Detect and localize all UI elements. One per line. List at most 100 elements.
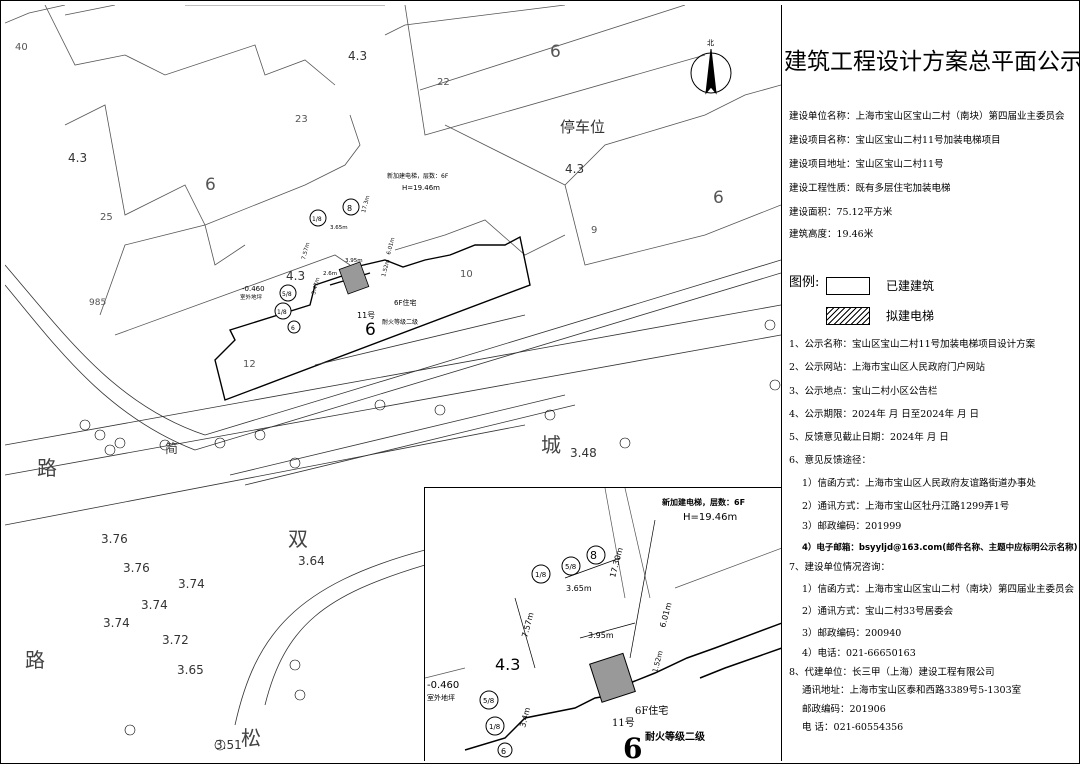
svg-text:新加建电梯，层数：6F: 新加建电梯，层数：6F — [387, 172, 449, 180]
north-label: 北 — [707, 39, 714, 47]
elevator-hatch — [338, 261, 370, 295]
svg-text:3.51: 3.51 — [215, 738, 242, 752]
svg-text:简: 简 — [165, 441, 178, 457]
svg-text:6: 6 — [550, 42, 561, 62]
svg-text:室外地坪: 室外地坪 — [240, 293, 263, 301]
legend-existing-label: 已建建筑 — [886, 279, 935, 293]
svg-text:40: 40 — [15, 42, 28, 53]
svg-text:4.3: 4.3 — [348, 49, 367, 63]
notice-5: 5、反馈意见截止日期：2024年 月 日 — [789, 432, 949, 443]
feedback-4: 4）电子邮箱：bsyyljd@163.com(邮件名称、主题中应标明公示名称) — [802, 543, 1078, 553]
svg-text:6: 6 — [205, 175, 216, 195]
legend-title: 图例: — [789, 275, 820, 290]
svg-text:9: 9 — [591, 225, 597, 236]
axis-circles-main — [274, 198, 360, 334]
consult-2: 2）通讯方式：宝山二村33号居委会 — [802, 606, 954, 617]
main-dimensions: 3.65m 3.95m 7.57m 6.01m 17.3m 1.52m 3.47… — [301, 195, 396, 296]
inset-axis-1-8-bottom: 1/8 — [489, 723, 500, 731]
axis-circle-labels-main: 8 1/8 1/8 5/8 6 — [277, 204, 352, 332]
notice-3: 3、公示地点：宝山二村小区公告栏 — [789, 386, 938, 397]
inset-dim-d: 6.01m — [658, 601, 673, 628]
inset-fire-label: 耐火等级二级 — [645, 730, 706, 743]
trees — [79, 319, 781, 751]
svg-text:17.3m: 17.3m — [361, 195, 371, 214]
inset-dim-a: 3.65m — [566, 584, 592, 593]
consult-4: 4）电话：021-66650163 — [802, 648, 916, 659]
svg-text:耐火等级二级: 耐火等级二级 — [382, 318, 418, 326]
inset-height-label: H=19.46m — [683, 512, 737, 523]
svg-text:城: 城 — [541, 433, 561, 457]
inset-outdoor-label: 室外地坪 — [427, 693, 455, 702]
inset-dim-e: 17.30m — [608, 546, 625, 578]
svg-text:3.48: 3.48 — [570, 446, 597, 460]
svg-text:1/8: 1/8 — [312, 216, 322, 223]
project-area: 建设面积：75.12平方米 — [789, 207, 893, 218]
inset-outdoor-value: -0.460 — [427, 680, 459, 691]
project-nature: 建设工程性质：既有多层住宅加装电梯 — [789, 183, 951, 194]
info-panel: 建筑工程设计方案总平面公示图 建设单位名称：上海市宝山区宝山二村（南块）第四届业… — [782, 5, 1080, 761]
svg-text:6: 6 — [365, 320, 376, 340]
svg-text:25: 25 — [100, 212, 113, 223]
consult-3: 3）邮政编码：200940 — [802, 628, 902, 639]
svg-text:6.01m: 6.01m — [386, 237, 396, 256]
consult-title: 7、建设单位情况咨询： — [789, 562, 891, 573]
inset-house-label: 6F住宅 — [635, 704, 668, 717]
elevation-labels: 4.3 4.3 4.3 4.3 -0.460 3.48 3.64 3.76 3.… — [68, 49, 597, 752]
site-plan: 北 停车位 40 6 22 23 6 25 9 6 10 11号 12 6 98… — [5, 5, 782, 761]
notice-6: 6、意见反馈途径： — [789, 455, 872, 466]
svg-text:8: 8 — [347, 204, 352, 213]
svg-text:4.3: 4.3 — [565, 162, 584, 176]
svg-text:4.3: 4.3 — [286, 269, 305, 283]
svg-text:双: 双 — [288, 527, 308, 551]
project-height: 建筑高度：19.46米 — [789, 229, 874, 240]
detail-inset: 新加建电梯，层数：6F H=19.46m 8 5/8 1/8 5/8 1/8 6… — [424, 487, 781, 761]
svg-text:2.6m: 2.6m — [323, 271, 337, 277]
north-arrow — [690, 48, 732, 95]
svg-text:1/8: 1/8 — [277, 309, 287, 316]
feedback-3: 3）邮政编码：201999 — [802, 521, 902, 532]
project-unit: 建设单位名称：上海市宝山区宝山二村（南块）第四届业主委员会 — [789, 111, 1065, 122]
legend-proposed-swatch — [826, 307, 870, 325]
svg-text:7.57m: 7.57m — [301, 242, 311, 261]
svg-text:6: 6 — [713, 188, 724, 208]
svg-text:-0.460: -0.460 — [242, 285, 265, 293]
svg-text:22: 22 — [437, 77, 450, 88]
feedback-2: 2）通讯方式：上海市宝山区牡丹江路1299弄1号 — [802, 501, 1010, 512]
svg-text:5/8: 5/8 — [282, 291, 292, 298]
svg-text:10: 10 — [460, 269, 473, 280]
svg-text:23: 23 — [295, 114, 308, 125]
svg-text:3.47m: 3.47m — [311, 277, 321, 296]
svg-text:3.74: 3.74 — [178, 577, 205, 591]
inset-axis-6: 6 — [501, 747, 506, 756]
agent-2: 通讯地址：上海市宝山区泰和西路3389号5-1303室 — [802, 685, 1022, 696]
agent-3: 邮政编码：201906 — [802, 704, 886, 715]
agent-1: 8、代建单位：长三甲（上海）建设工程有限公司 — [789, 667, 995, 678]
agent-4: 电 话：021-60554356 — [802, 722, 904, 733]
svg-text:3.65: 3.65 — [177, 663, 204, 677]
svg-text:11号: 11号 — [357, 311, 375, 320]
svg-text:985: 985 — [89, 298, 106, 308]
svg-text:3.76: 3.76 — [123, 561, 150, 575]
svg-text:3.95m: 3.95m — [345, 258, 363, 264]
svg-text:3.74: 3.74 — [103, 616, 130, 630]
inset-elevator-label: 新加建电梯，层数：6F — [662, 497, 745, 507]
svg-text:12: 12 — [243, 359, 256, 370]
svg-text:3.76: 3.76 — [101, 532, 128, 546]
notice-1: 1、公示名称：宝山区宝山二村11号加装电梯项目设计方案 — [789, 339, 1036, 350]
svg-text:松: 松 — [241, 726, 261, 750]
svg-text:3.64: 3.64 — [298, 554, 325, 568]
road-labels: 路 简 城 双 路 松 — [25, 433, 561, 750]
svg-text:1.52m: 1.52m — [381, 259, 391, 278]
inset-building-number: 6 — [623, 732, 642, 761]
parking-label: 停车位 — [560, 118, 605, 136]
inset-axis-8: 8 — [590, 549, 597, 562]
inset-axis-5-8: 5/8 — [565, 563, 576, 571]
inset-elevation: 4.3 — [495, 655, 520, 674]
legend-existing-swatch — [826, 277, 870, 295]
building-numbers: 40 6 22 23 6 25 9 6 10 11号 12 6 985 — [15, 42, 724, 370]
inset-dim-b: 3.95m — [588, 631, 614, 640]
project-name: 建设项目名称：宝山区宝山二村11号加装电梯项目 — [789, 135, 1001, 146]
project-address: 建设项目地址：宝山区宝山二村11号 — [789, 159, 944, 170]
site-plan-drawing: 北 停车位 40 6 22 23 6 25 9 6 10 11号 12 6 98… — [5, 5, 781, 752]
svg-text:路: 路 — [37, 456, 57, 480]
